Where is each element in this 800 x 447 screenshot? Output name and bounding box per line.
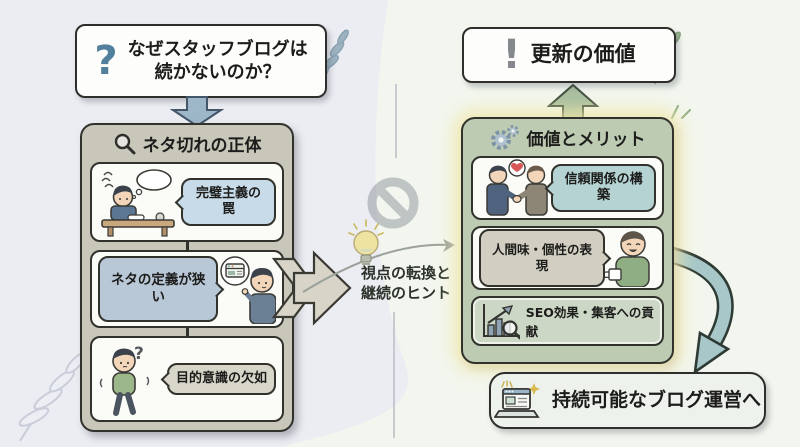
chevron-right-arrow xyxy=(271,250,352,326)
right-item-bubble: 信頼関係の構築 xyxy=(551,163,656,213)
question-box-label: なぜスタッフブログは 続かないのか？ xyxy=(127,38,308,83)
prohibition-icon xyxy=(367,177,419,229)
question-mark-icon: ? xyxy=(94,38,118,84)
left-item-bubble: 目的意識の欠如 xyxy=(166,362,276,396)
left-panel-cards: 完璧主義の罠 ネタの定義が狭い xyxy=(82,162,292,422)
right-card-personality: 人間味・個性の表現 xyxy=(471,226,664,290)
right-panel-cards: 信頼関係の構築 人間味・個性の表現 xyxy=(463,156,672,346)
handshake-with-heart-icon xyxy=(486,159,548,216)
right-panel: 価値とメリット 信頼関係の構築 xyxy=(461,117,674,364)
divider-line-top xyxy=(395,84,397,158)
sustainable-box: 持続可能なブログ運営へ xyxy=(489,372,766,429)
left-card-lack-of-purpose: ? 目的意識の欠如 xyxy=(90,336,284,422)
update-value-box: ! 更新の価値 xyxy=(462,27,676,83)
right-item-bubble: 人間味・個性の表現 xyxy=(479,229,606,287)
person-pointing-at-window-icon xyxy=(220,256,276,324)
left-panel-title: ネタ切れの正体 xyxy=(142,136,262,156)
person-frustrated-at-desk-icon xyxy=(101,169,175,237)
sustainable-box-label: 持続可能なブログ運営へ xyxy=(551,389,761,412)
left-card-perfectionism: 完璧主義の罠 xyxy=(90,162,284,242)
card-connector xyxy=(185,328,189,336)
svg-text:?: ? xyxy=(134,344,144,364)
magnifier-icon xyxy=(114,133,135,155)
left-panel: ネタ切れの正体 完璧主義の xyxy=(80,123,294,432)
left-item-bubble: ネタの定義が狭い xyxy=(98,256,219,322)
right-panel-header: 価値とメリット xyxy=(463,119,672,156)
laptop-icon xyxy=(493,379,540,418)
lightbulb-icon xyxy=(348,219,384,265)
question-box: ? なぜスタッフブログは 続かないのか？ xyxy=(75,24,327,98)
left-panel-header: ネタ切れの正体 xyxy=(82,125,292,162)
left-item-bubble: 完璧主義の罠 xyxy=(180,177,276,227)
left-card-narrow-definition: ネタの定義が狭い xyxy=(90,250,284,328)
right-card-seo: SEO効果・集客への貢献 xyxy=(471,296,664,346)
right-item-label: SEO効果・集客への貢献 xyxy=(525,305,654,339)
right-card-trust: 信頼関係の構築 xyxy=(471,156,664,220)
exclamation-mark-icon: ! xyxy=(502,32,521,78)
card-connector xyxy=(185,242,189,250)
sparkle-decoration-panel xyxy=(671,105,691,119)
person-with-cup-icon xyxy=(605,231,650,287)
person-walking-confused-icon: ? xyxy=(99,344,150,416)
hint-text: 視点の転換と 継続のヒント xyxy=(360,264,451,303)
chart-growth-magnifier-icon xyxy=(483,304,520,340)
leaf-decoration-question-box xyxy=(322,29,349,79)
divider-line-bottom xyxy=(393,312,395,438)
hint-curve-arrow xyxy=(302,239,455,293)
update-value-label: 更新の価値 xyxy=(530,42,636,67)
gears-icon xyxy=(490,124,519,150)
down-arrow xyxy=(170,96,224,127)
right-panel-title: 価値とメリット xyxy=(526,130,646,150)
